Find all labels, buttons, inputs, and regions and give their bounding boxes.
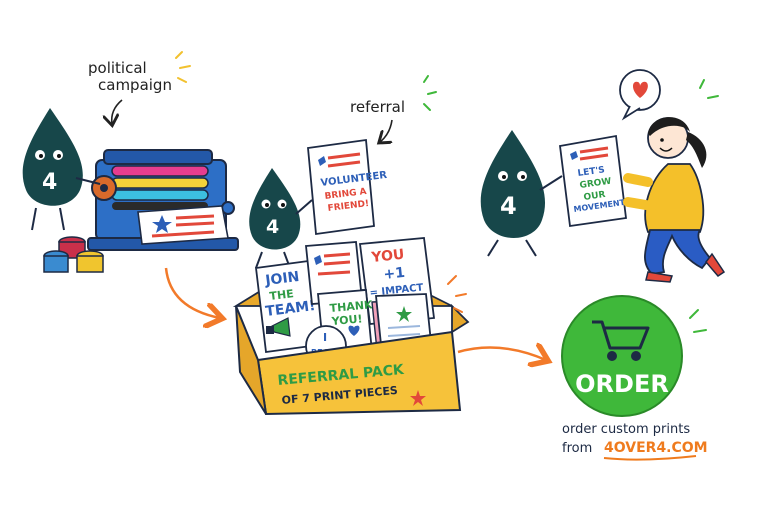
star-icon — [410, 390, 426, 406]
brand-underline — [603, 455, 697, 461]
mascot-3: 4 — [480, 130, 563, 257]
speech-bubble — [619, 69, 661, 121]
mascot-number: 4 — [266, 216, 279, 238]
print-thank-line1: THANK — [329, 298, 373, 315]
print-join-line1: JOIN — [264, 269, 301, 289]
print-join-team: JOIN THE TEAM! — [255, 258, 327, 354]
annotation-text-political: political — [88, 59, 147, 77]
order-caption-brand-link[interactable]: 4OVER4.COM — [604, 440, 708, 456]
order-caption-prefix: from — [562, 441, 592, 456]
flyer-grow-movement: LET'S GROW OUR MOVEMENT! — [559, 134, 629, 228]
shopping-cart-icon — [592, 320, 650, 361]
printing-press-icon — [87, 149, 239, 251]
megaphone-icon — [266, 317, 291, 337]
referral-pack-box: JOIN THE TEAM! YOU +1 = IMPACT THANK YOU… — [232, 237, 470, 416]
printed-sheet — [137, 205, 229, 245]
mascot-2-scene: 4 VOLUNTEER BRING A FRIEND! — [249, 138, 388, 269]
print-you-line1: YOU — [370, 247, 405, 266]
star-icon — [396, 306, 412, 322]
flyer-volunteer: VOLUNTEER BRING A FRIEND! — [307, 138, 388, 236]
print-join-line2: THE — [269, 287, 295, 303]
sparkle-lines-green — [699, 79, 719, 99]
sparkle-lines-orange — [447, 275, 467, 313]
heart-icon — [633, 81, 648, 98]
badge-line1: I — [323, 331, 327, 344]
ink-cans — [43, 236, 104, 273]
print-join-line3: TEAM! — [265, 298, 317, 320]
order-button-label: ORDER — [575, 370, 669, 398]
annotation-text-campaign: campaign — [98, 76, 172, 94]
mascot-number: 4 — [42, 170, 57, 195]
annotation-referral: referral — [350, 75, 437, 142]
flag-icon — [570, 151, 578, 160]
flyer-grow-line1: LET'S — [577, 165, 605, 179]
flag-icon — [318, 152, 361, 168]
mascot-2: 4 — [249, 168, 313, 269]
printing-press-scene: 4 — [22, 108, 239, 273]
flag-icon — [314, 255, 322, 265]
mascot-1: 4 — [22, 108, 101, 231]
print-you-line2: +1 — [383, 265, 406, 283]
flow-arrow-box-to-order — [457, 348, 546, 361]
annotation-arrow — [112, 99, 123, 124]
flow-arrow-press-to-box — [164, 267, 220, 318]
recruit-person — [623, 117, 726, 283]
order-caption-line1: order custom prints — [562, 422, 690, 437]
annotation-text-referral: referral — [350, 98, 405, 116]
handoff-scene: 4 LET'S GROW OUR MOVEMENT! — [480, 69, 726, 283]
flyer-grow-line3: OUR — [583, 190, 606, 203]
print-thank-line2: YOU! — [330, 312, 363, 328]
sparkle-lines — [175, 51, 191, 83]
sparkle-lines-green — [689, 309, 707, 333]
star-icon — [152, 215, 172, 233]
mascot-number: 4 — [500, 192, 517, 220]
flyer-grow-line2: GROW — [579, 177, 612, 191]
annotation-referral-arrow — [380, 119, 393, 142]
heart-icon — [348, 325, 360, 336]
order-button[interactable]: ORDER — [561, 295, 683, 417]
sparkle-lines-green — [423, 75, 437, 111]
order-caption: order custom prints from 4OVER4.COM — [562, 422, 708, 461]
annotation-political-campaign: political campaign — [88, 51, 191, 124]
